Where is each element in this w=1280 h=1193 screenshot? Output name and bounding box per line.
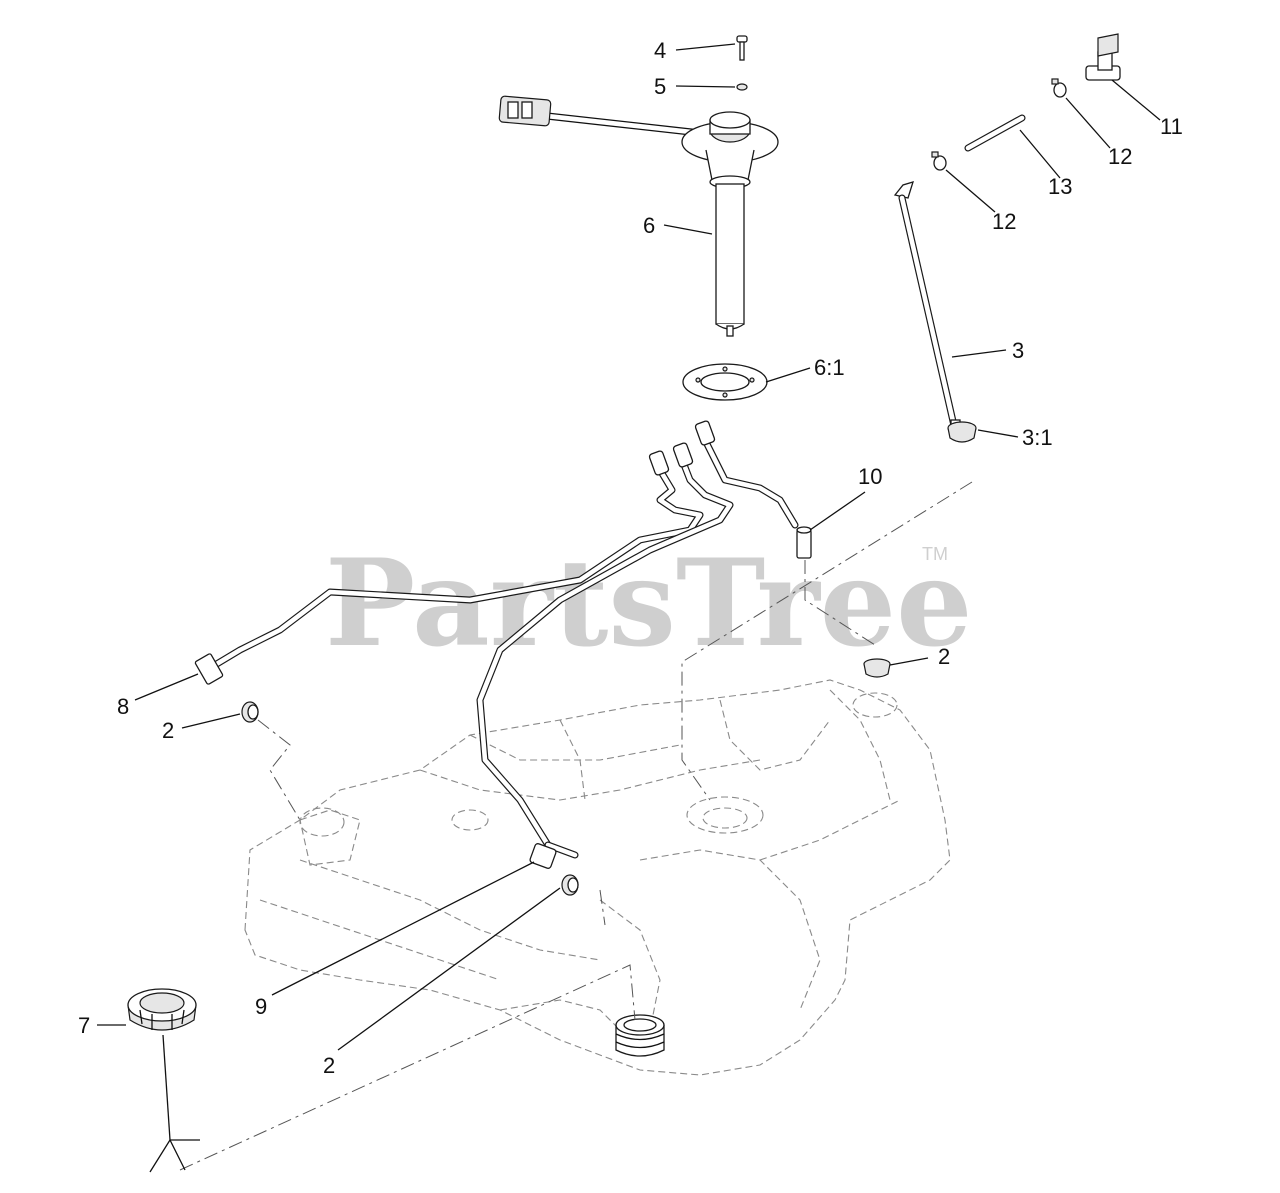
part-5-washer xyxy=(736,83,748,91)
callout-12-upper: 12 xyxy=(1108,144,1132,169)
part-11-shutoff-valve xyxy=(1085,33,1121,81)
filler-neck xyxy=(615,1014,665,1057)
callout-8: 8 xyxy=(117,694,129,719)
part-6-1-gasket xyxy=(682,363,768,401)
part-2-grommet-right xyxy=(863,658,891,678)
watermark-trademark: TM xyxy=(922,544,948,564)
callout-9: 9 xyxy=(255,994,267,1019)
callout-2-right: 2 xyxy=(938,644,950,669)
part-3-pickup-tube xyxy=(893,181,961,437)
part-12-clamp-upper xyxy=(1051,78,1067,98)
watermark-brand: PartsTree xyxy=(325,533,972,674)
part-10-fitting xyxy=(796,526,812,559)
callout-12-lower: 12 xyxy=(992,209,1016,234)
callout-10: 10 xyxy=(858,464,882,489)
part-2-grommet-center xyxy=(561,874,579,896)
callout-5: 5 xyxy=(654,74,666,99)
fuel-lines xyxy=(211,436,799,859)
callout-2-center: 2 xyxy=(323,1053,335,1078)
callout-13: 13 xyxy=(1048,174,1072,199)
part-6-fuel-sender xyxy=(498,95,779,337)
part-3-1-grommet xyxy=(947,421,977,443)
part-7-fuel-cap xyxy=(127,988,200,1173)
callout-3: 3 xyxy=(1012,338,1024,363)
callout-2-left: 2 xyxy=(162,718,174,743)
assembly-lines xyxy=(179,481,973,1171)
callout-6: 6 xyxy=(643,213,655,238)
part-4-screw xyxy=(736,35,748,61)
part-13-hose xyxy=(964,114,1026,152)
tube-end-fittings xyxy=(648,420,716,476)
callout-4: 4 xyxy=(654,38,666,63)
callout-labels: 4 5 11 12 13 12 6 3 6:1 3:1 10 2 8 2 9 2… xyxy=(78,38,1183,1078)
leader-lines xyxy=(97,43,1161,1051)
part-2-grommet-left xyxy=(241,701,259,723)
part-8-fitting xyxy=(194,653,224,685)
callout-11: 11 xyxy=(1160,114,1183,139)
callout-3-1: 3:1 xyxy=(1022,425,1053,450)
callout-7: 7 xyxy=(78,1013,90,1038)
part-9-fitting xyxy=(529,843,557,869)
fuel-tank xyxy=(244,679,951,1076)
callout-6-1: 6:1 xyxy=(814,355,845,380)
part-12-clamp-lower xyxy=(931,151,947,171)
